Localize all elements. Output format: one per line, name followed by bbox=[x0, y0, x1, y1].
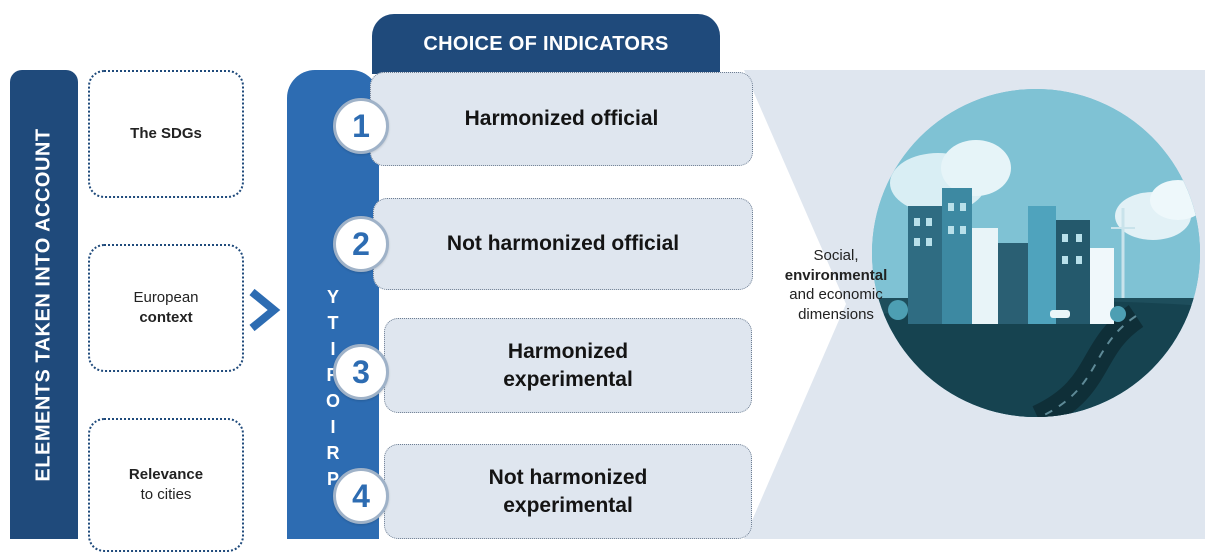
priority-letter: T bbox=[327, 313, 339, 333]
dimensions-text: Social, environmental and economic dimen… bbox=[758, 246, 914, 324]
dimensions-line: and economic bbox=[789, 286, 883, 303]
indicator-label: Harmonized official bbox=[464, 107, 659, 131]
indicator-label: experimental bbox=[503, 367, 633, 391]
dimensions-line: Social, bbox=[813, 247, 859, 264]
priority-letter: R bbox=[326, 443, 340, 463]
indicator-3: Harmonized experimental bbox=[384, 318, 752, 413]
priority-letter: I bbox=[330, 339, 336, 359]
indicator-number-4: 4 bbox=[333, 468, 389, 524]
city-illustration bbox=[872, 89, 1200, 417]
indicator-number-3: 3 bbox=[333, 344, 389, 400]
indicator-label: Not harmonized bbox=[488, 466, 648, 490]
panel-notch bbox=[744, 70, 846, 539]
indicator-1: Harmonized official bbox=[370, 72, 753, 166]
dimensions-line: environmental bbox=[784, 266, 888, 284]
element-label: Relevance bbox=[128, 465, 204, 483]
indicator-2: Not harmonized official bbox=[373, 198, 753, 290]
indicator-label: Not harmonized official bbox=[446, 232, 680, 256]
priority-letter: I bbox=[330, 417, 336, 437]
indicator-4: Not harmonized experimental bbox=[384, 444, 752, 539]
indicator-number-2: 2 bbox=[333, 216, 389, 272]
choice-of-indicators-header: CHOICE OF INDICATORS bbox=[372, 14, 720, 74]
element-european-context: European context bbox=[88, 244, 244, 372]
element-label: to cities bbox=[140, 486, 192, 503]
element-label: context bbox=[139, 309, 193, 326]
element-label: European bbox=[133, 288, 199, 306]
dimensions-line: dimensions bbox=[798, 305, 874, 323]
element-sdgs: The SDGs bbox=[88, 70, 244, 198]
element-relevance-to-cities: Relevance to cities bbox=[88, 418, 244, 552]
chevron-right-icon bbox=[249, 288, 281, 332]
elements-band: ELEMENTS TAKEN INTO ACCOUNT bbox=[10, 70, 78, 539]
indicator-number-1: 1 bbox=[333, 98, 389, 154]
priority-letter: Y bbox=[326, 287, 339, 307]
indicator-label: Harmonized bbox=[507, 340, 629, 364]
element-label: The SDGs bbox=[130, 124, 202, 142]
elements-band-title: ELEMENTS TAKEN INTO ACCOUNT bbox=[32, 127, 55, 482]
indicator-label: experimental bbox=[503, 493, 633, 517]
priority-letter: O bbox=[325, 391, 340, 411]
